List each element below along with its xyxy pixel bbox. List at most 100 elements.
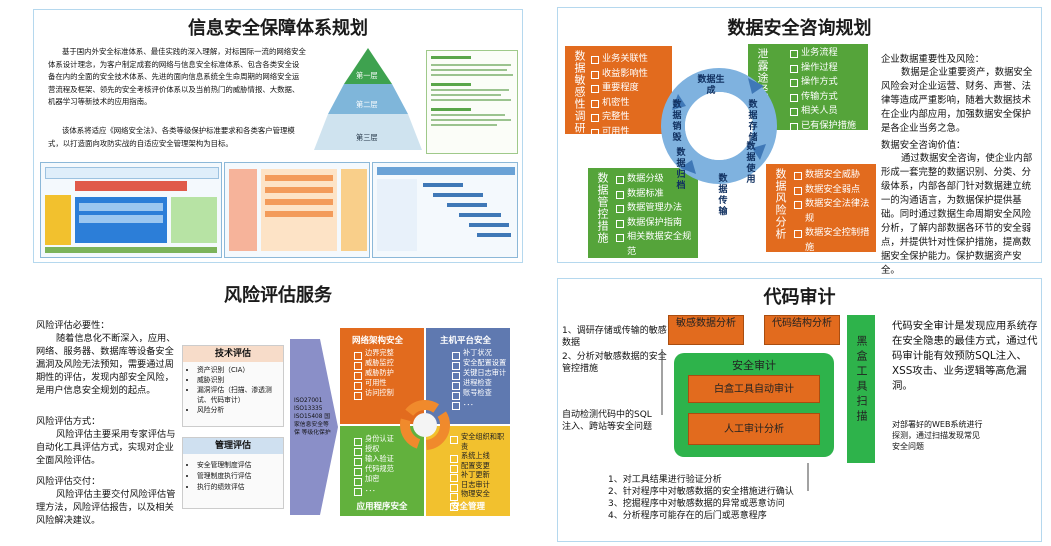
item: 数据保护指南 xyxy=(614,216,696,231)
item: 执行的绩效评估 xyxy=(197,482,283,493)
item: 数据管理办法 xyxy=(614,201,696,216)
audit-step-2: 2、针对程序中对敏感数据的安全措施进行确认 xyxy=(608,487,794,497)
auto-detect-text: 自动检测代码中的SQL注入、跨站等安全问题 xyxy=(562,410,653,432)
code-audit-summary: 代码安全审计是发现应用系统存在安全隐患的最佳方式，通过代码审计能有效预防SQL注… xyxy=(892,320,1038,392)
blackbox-scan-column: 黑盒工具扫描 xyxy=(847,315,875,463)
item: 传输方式 xyxy=(788,90,856,105)
quadrant-title: 主机平台安全 xyxy=(440,336,492,346)
item: 相关数据安全规范 xyxy=(614,230,696,259)
item: 收益影响性 xyxy=(589,67,648,82)
step-control-text: 2、分析对敏感数据的安全管控措施 xyxy=(562,352,667,374)
data-risk-analysis-box: 数据风险分析 数据安全威胁 数据安全弱点 数据安全法律法规 数据安全控制措施 xyxy=(766,164,876,255)
importance-title: 企业数据重要性及风险： xyxy=(881,54,985,65)
method-title: 风险评估方式： xyxy=(36,416,101,427)
item: 操作方式 xyxy=(788,75,856,90)
process-diagram-thumbnail xyxy=(224,162,370,258)
importance-text: 数据是企业重要资产，数据安全风险会对企业运营、财务、声誉、法律等造成严重影响，随… xyxy=(881,67,1033,134)
item: 可用性 xyxy=(352,378,424,390)
item: 威胁监控 xyxy=(352,358,424,370)
sensitive-data-analysis-box: 敏感数据分析 xyxy=(668,315,744,345)
mgmt-evaluation-card: 管理评估 安全管理制度评估 管理制度执行评估 执行的绩效评估 xyxy=(182,437,284,509)
item: 威胁识别 xyxy=(197,375,283,385)
code-structure-analysis-box: 代码结构分析 xyxy=(764,315,840,345)
blackbox-scan-label: 黑盒工具扫描 xyxy=(855,335,868,425)
blackbox-description: 对部署好的WEB系统进行探测，通过扫描发现常见安全问题 xyxy=(892,420,983,451)
item: 补丁更新 xyxy=(448,470,510,482)
panel-code-audit: 代码审计 1、调研存储或传输的敏感数据 2、分析对敏感数据的安全管控措施 自动检… xyxy=(557,278,1042,542)
pyramid-layer-2: 第二层 xyxy=(356,100,378,109)
item: 数据安全控制措施 xyxy=(792,226,874,255)
item: 数据标准 xyxy=(614,187,696,202)
item: 访问控制 xyxy=(352,388,424,400)
item: 数据分级 xyxy=(614,172,696,187)
panel-risk-assessment: 风险评估服务 风险评估必要性： 随着信息化不断深入，应用、网络、服务器、数据库等… xyxy=(33,278,523,542)
value-title: 数据安全咨询价值： xyxy=(881,140,966,151)
item: 完整性 xyxy=(589,110,648,125)
ring-stage-destroy: 数据销毁 xyxy=(672,100,682,143)
item: 边界完整 xyxy=(352,348,424,360)
framework-diagram-thumbnail xyxy=(40,162,222,258)
item: 威胁防护 xyxy=(352,368,424,380)
quadrant-title: 应用程序安全 xyxy=(356,502,408,512)
standards-arrow xyxy=(290,339,338,515)
step-research-text: 1、调研存储或传输的敏感数据 xyxy=(562,326,667,348)
item: ．．． xyxy=(614,259,696,274)
pyramid-description-list xyxy=(426,50,518,154)
ring-stage-transfer: 数据传输 xyxy=(718,174,728,217)
host-platform-quadrant: 主机平台安全 补丁状况安全配置设置关键日志审计进程检查账号检查．．． xyxy=(426,328,510,424)
item: 数据安全威胁 xyxy=(792,168,874,183)
item: 物理安全 xyxy=(448,489,510,501)
panel-title: 风险评估服务 xyxy=(224,285,332,306)
item: 系统上线 xyxy=(448,451,510,463)
item: 进程检查 xyxy=(450,378,510,390)
ring-stage-archive: 数据归档 xyxy=(676,148,686,191)
box-title: 数据管控措施 xyxy=(596,172,609,244)
item: 安全配置设置 xyxy=(450,358,510,370)
application-security-quadrant: 身份认证授权输入验证代码规范加密．．． 应用程序安全 xyxy=(340,426,424,516)
item: 已有保护措施 xyxy=(788,119,856,134)
value-text: 通过数据安全咨询，使企业内部形成一套完整的数据识别、分类、分级体系，内部各部门针… xyxy=(881,153,1033,276)
item: 管理制度执行评估 xyxy=(197,471,283,482)
audit-step-4: 4、分析程序可能存在的后门或恶意程序 xyxy=(608,511,767,521)
connector-lines xyxy=(661,349,809,491)
goal-paragraph: 该体系将适应《网络安全法》、各类等级保护标准要求和各类客户管理模式，以打造面向攻… xyxy=(48,126,295,148)
item: 输入验证 xyxy=(352,454,424,466)
gantt-plan-thumbnail xyxy=(372,162,518,258)
item: 安全管理制度评估 xyxy=(197,460,283,471)
security-pyramid xyxy=(314,48,422,150)
item: 日志审计 xyxy=(448,480,510,491)
item: 重要程度 xyxy=(589,81,648,96)
box-title: 数据敏感性调研 xyxy=(573,50,586,134)
quadrant-title: 网络架构安全 xyxy=(352,336,404,346)
audit-step-1: 1、对工具结果进行验证分析 xyxy=(608,475,722,485)
panel-title: 信息安全保障体系规划 xyxy=(188,18,368,39)
item: 机密性 xyxy=(589,96,648,111)
item: 可用性 xyxy=(589,125,648,140)
item: ．．． xyxy=(450,398,510,410)
leak-path-analysis-box: 泄露途径分析 业务流程 操作过程 操作方式 传输方式 相关人员 已有保护措施 ．… xyxy=(748,44,868,145)
delivery-text: 风险评估主要交付风险评估管理方法，风险评估报告，以及相关风险解决建议。 xyxy=(36,489,176,526)
item: ．．． xyxy=(448,499,510,510)
mgmt-evaluation-title: 管理评估 xyxy=(183,438,283,454)
tech-evaluation-card: 技术评估 资产识别（CIA） 威胁识别 漏洞评估（扫描、渗透测试、代码审计） 风… xyxy=(182,345,284,427)
item: 配置变更 xyxy=(448,461,510,472)
item: 代码规范 xyxy=(352,464,424,476)
item: 身份认证 xyxy=(352,434,424,446)
standards-text: ISO27001 ISO13335 ISO15408 国家信息安全等保 等级化保… xyxy=(294,398,331,436)
necessity-text: 随着信息化不断深入，应用、网络、服务器、数据库等设备安全漏洞及风险无法预知，需要… xyxy=(36,333,176,396)
panel-security-architecture: 信息安全保障体系规划 基于国内外安全标准体系、最佳实践的深入理解，对标国际一流的… xyxy=(33,9,523,263)
security-audit-container: 安全审计 白盒工具自动审计 人工审计分析 xyxy=(674,353,834,457)
audit-step-3: 3、挖掘程序中对敏感数据的异常或恶意访问 xyxy=(608,499,785,509)
ring-stage-store: 数据存储 xyxy=(748,100,758,143)
delivery-title: 风险评估交付： xyxy=(36,476,101,487)
item: 安全组织和职责 xyxy=(448,432,510,451)
item: 相关人员 xyxy=(788,104,856,119)
intro-paragraph: 基于国内外安全标准体系、最佳实践的深入理解，对标国际一流的网络安全体系设计理念，… xyxy=(48,47,306,106)
panel-data-security-consulting: 数据安全咨询规划 数据敏感性调研 业务关联性 收益影响性 重要程度 机密性 完整… xyxy=(557,7,1042,276)
tech-evaluation-title: 技术评估 xyxy=(183,346,283,362)
data-lifecycle-ring xyxy=(661,68,777,184)
item: 操作过程 xyxy=(788,61,856,76)
item: 风险分析 xyxy=(197,405,283,415)
item: 关键日志审计 xyxy=(450,368,510,380)
item: 账号检查 xyxy=(450,388,510,400)
